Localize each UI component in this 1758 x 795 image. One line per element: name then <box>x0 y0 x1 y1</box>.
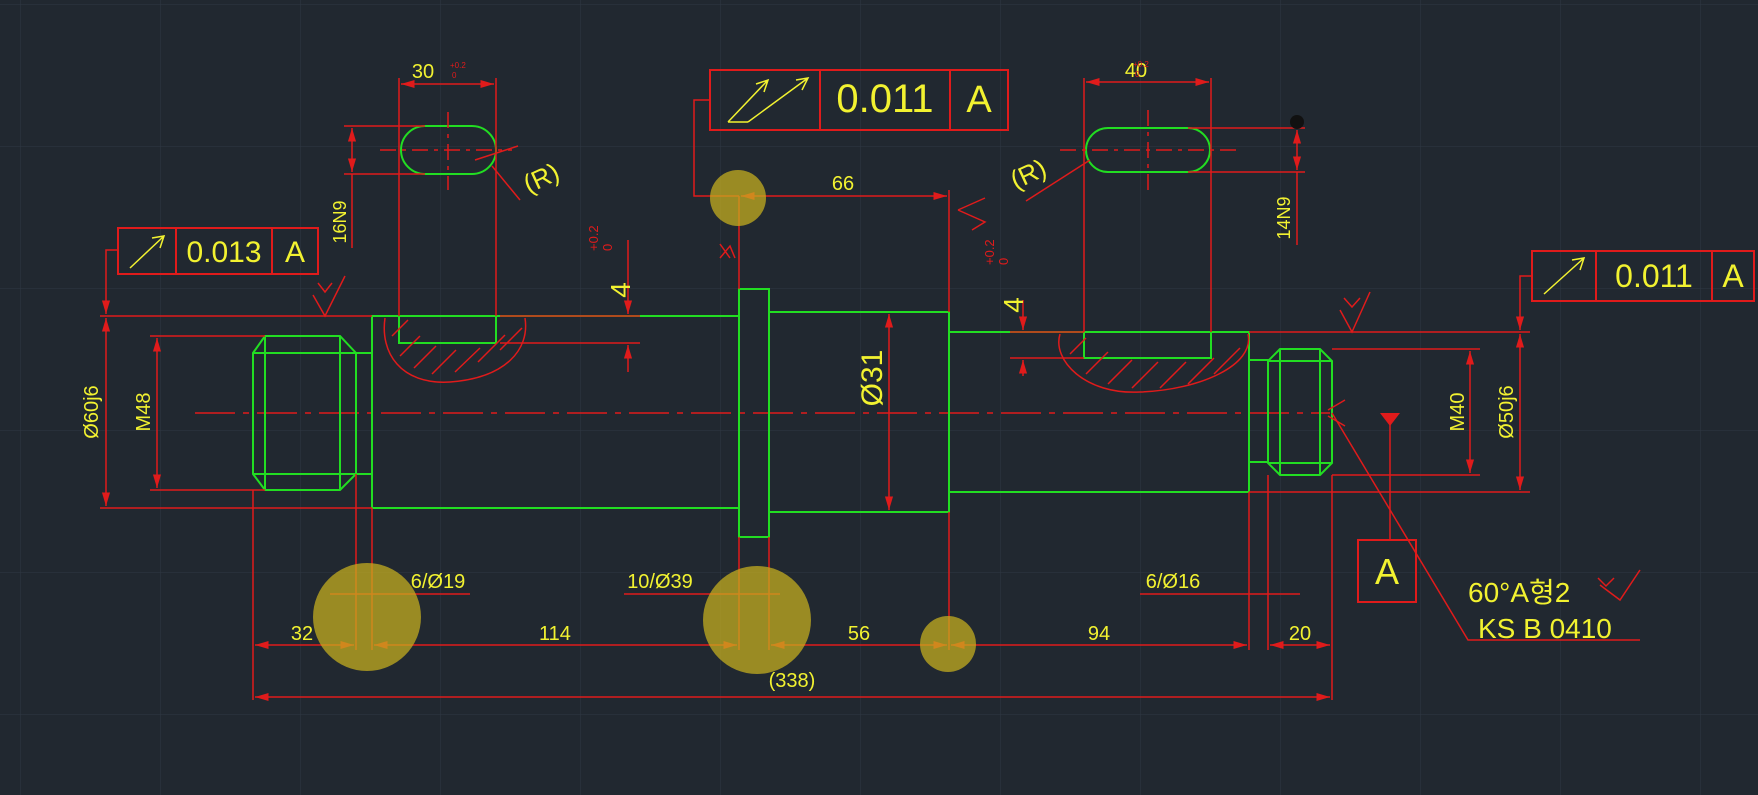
left-keyway-depth: 16N9 <box>330 200 350 243</box>
highlight-marker-collar <box>703 566 811 674</box>
fcf-left[interactable]: 0.013 A <box>101 227 319 314</box>
groove-3-label: 6/Ø16 <box>1146 571 1200 593</box>
m40-label: M40 <box>1447 393 1469 432</box>
left-keyway-tol-upper: +0.2 <box>450 61 466 70</box>
right-keyway-depth: 14N9 <box>1274 196 1294 239</box>
circular-runout-total-icon <box>727 77 810 123</box>
surface-finish-symbols <box>312 197 1641 602</box>
fcf-left-datum: A <box>285 236 305 269</box>
fcf-left-tolerance: 0.013 <box>186 236 261 269</box>
right-keyway-width: 40 <box>1125 60 1147 82</box>
highlight-markers[interactable] <box>313 170 976 674</box>
length-32-label: 32 <box>291 623 313 645</box>
shaft-geometry[interactable] <box>252 125 1333 538</box>
fcf-top-center[interactable]: 0.011 A <box>693 69 1009 197</box>
fcf-top-tolerance: 0.011 <box>836 77 933 121</box>
step-right-label: 4 <box>998 297 1029 313</box>
groove-1-label: 6/Ø19 <box>411 571 465 593</box>
section-breaks <box>383 317 1250 393</box>
step-left-label: 4 <box>605 282 636 298</box>
dia-50-section <box>948 331 1250 493</box>
dia-50-label: Ø50j6 <box>1496 385 1518 438</box>
left-keyway-plan <box>400 125 497 175</box>
step-right-tol-upper: +0.2 <box>982 239 997 265</box>
dim-66-label: 66 <box>832 173 854 195</box>
total-length-label: (338) <box>769 670 816 692</box>
step-left-tol-lower: 0 <box>600 244 615 251</box>
fcf-right-datum: A <box>1722 258 1744 294</box>
dia-31-label: Ø31 <box>856 350 889 407</box>
length-20-label: 20 <box>1289 623 1311 645</box>
circular-runout-icon <box>1543 257 1586 295</box>
step-right-tol-lower: 0 <box>996 258 1011 265</box>
datum-box-a[interactable]: A <box>1357 539 1417 603</box>
fcf-right-tolerance: 0.011 <box>1615 258 1693 294</box>
fcf-top-datum: A <box>966 79 992 121</box>
datum-box-label: A <box>1375 551 1399 592</box>
right-keyway-tol-upper: +0.2 <box>1133 60 1149 69</box>
length-114-label: 114 <box>539 623 571 645</box>
right-keyway-section <box>1083 332 1212 359</box>
center-hole-note-line1: 60°A형2 <box>1468 577 1570 608</box>
highlight-marker-56-end <box>920 616 976 672</box>
datum-triangle-icon <box>1380 413 1400 426</box>
groove-2-label: 10/Ø39 <box>627 571 693 593</box>
fcf-right[interactable]: 0.011 A <box>1515 250 1755 330</box>
grip-point[interactable] <box>1290 115 1304 129</box>
dimension-lines <box>100 77 1640 702</box>
highlight-marker-groove-left <box>313 563 421 671</box>
dia-60-label: Ø60j6 <box>81 385 103 438</box>
step-left-tol-upper: +0.2 <box>586 225 601 251</box>
highlight-marker-66-start <box>710 170 766 226</box>
right-keyway-tol-lower: 0 <box>1135 70 1140 79</box>
m48-label: M48 <box>133 393 155 432</box>
left-keyway-tol-lower: 0 <box>452 71 457 80</box>
left-keyway-width: 30 <box>412 61 434 83</box>
center-hole-note-line2: KS B 0410 <box>1478 613 1612 644</box>
length-94-label: 94 <box>1088 623 1110 645</box>
circular-runout-icon <box>129 235 166 269</box>
length-56-label: 56 <box>848 623 870 645</box>
